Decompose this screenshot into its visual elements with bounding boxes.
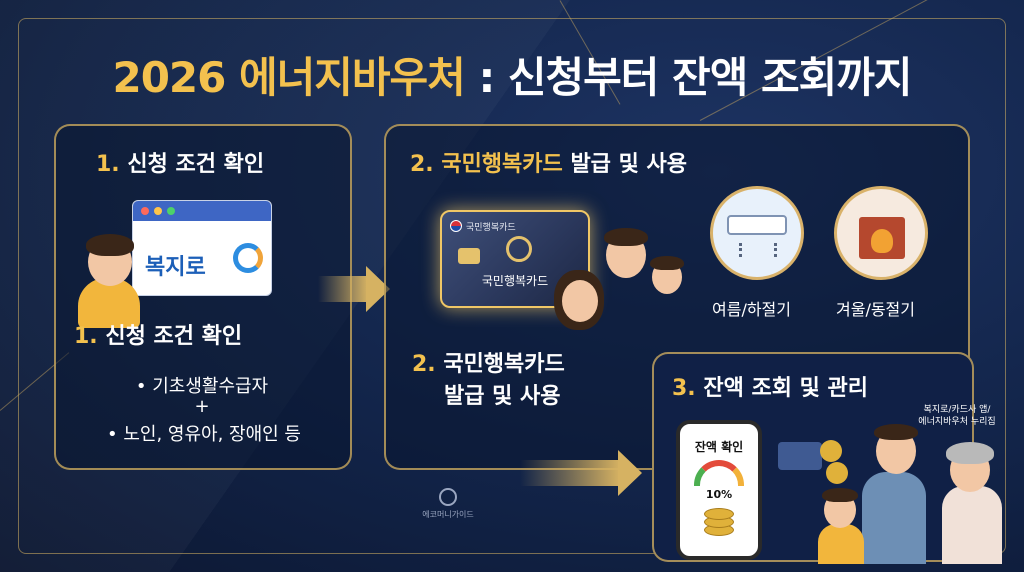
channels-line1: 복지로/카드사 앱/	[923, 405, 991, 415]
browser-titlebar	[133, 201, 271, 221]
step1-heading: 1. 신청 조건 확인	[96, 146, 264, 178]
step2-sub-line1: 국민행복카드	[435, 352, 565, 377]
window-dot-icon	[167, 207, 175, 215]
bokjiro-logo: 복지로	[145, 255, 206, 280]
window-dot-icon	[154, 207, 162, 215]
title-rest: 신청부터 잔액 조회까지	[507, 53, 913, 102]
step1-subheading: 1. 신청 조건 확인	[74, 318, 242, 350]
card-name: 국민행복카드	[481, 274, 549, 288]
flow-arrow-icon	[520, 450, 642, 496]
footer-brand-logo-icon	[439, 488, 457, 506]
coin-icon	[704, 508, 734, 520]
step2-heading: 2. 국민행복카드 발급 및 사용	[410, 146, 687, 178]
title-colon: :	[464, 53, 508, 102]
flow-arrow-icon	[318, 266, 390, 312]
step2-heading-card: 국민행복카드	[433, 152, 563, 177]
bokjiro-swirl-icon	[233, 243, 263, 273]
eligibility-plus: +	[194, 396, 210, 417]
step1-number: 1.	[96, 152, 120, 177]
step1-sub-heading-text: 신청 조건 확인	[97, 324, 243, 349]
step2-heading-rest: 발급 및 사용	[562, 152, 687, 177]
step1-sub-number: 1.	[74, 324, 98, 349]
page-title: 2026 에너지바우처 : 신청부터 잔액 조회까지	[0, 44, 1024, 105]
card-brand: 국민행복카드	[466, 223, 516, 233]
window-dot-icon	[141, 207, 149, 215]
footer-brand-text: 에코머니가이드	[422, 510, 474, 519]
balance-gauge-icon	[694, 460, 744, 486]
winter-label: 겨울/동절기	[836, 300, 915, 319]
eligibility-item-vulnerable: • 노인, 영유아, 장애인 등	[107, 424, 301, 445]
step2-subheading-line1: 2. 국민행복카드	[412, 346, 565, 378]
step3-number: 3.	[672, 376, 696, 401]
title-year: 2026 에너지바우처	[112, 53, 465, 102]
step2-number: 2.	[410, 152, 434, 177]
eligibility-item-basic: • 기초생활수급자	[135, 376, 269, 397]
outer-frame	[18, 18, 1006, 554]
step3-heading-text: 잔액 조회 및 관리	[695, 376, 868, 401]
step1-heading-text: 신청 조건 확인	[119, 152, 265, 177]
step3-heading: 3. 잔액 조회 및 관리	[672, 370, 868, 402]
summer-label: 여름/하절기	[712, 300, 791, 319]
air-conditioner-icon	[710, 186, 804, 280]
card-emblem-icon	[506, 236, 532, 262]
balance-percent: 10%	[705, 488, 733, 501]
step2-sub-number: 2.	[412, 352, 436, 377]
lookup-channels: 복지로/카드사 앱/ 에너지바우처 누리집	[900, 404, 1014, 428]
korea-flag-icon	[450, 220, 462, 232]
step2-subheading-line2: 발급 및 사용	[444, 384, 561, 409]
card-chip-icon	[458, 248, 480, 264]
phone-title: 잔액 확인	[694, 440, 744, 454]
footer-brand: 에코머니가이드	[418, 488, 478, 520]
balance-phone: 잔액 확인 10%	[676, 420, 762, 560]
fireplace-heater-icon	[834, 186, 928, 280]
channels-line2: 에너지바우처 누리집	[918, 417, 996, 427]
welfare-site-window: 복지로	[132, 200, 272, 296]
